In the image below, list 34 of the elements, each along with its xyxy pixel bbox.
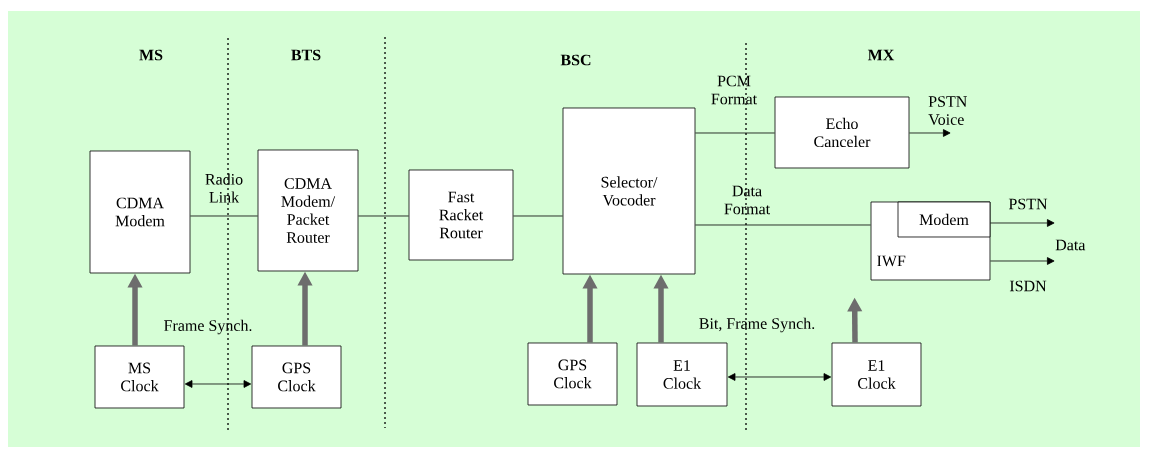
connector-line [190,215,258,217]
arrow [727,373,832,381]
section-heading: BTS [291,49,321,61]
section-heading: MX [867,49,895,61]
component-box: E1 Clock [831,342,922,407]
arrow [990,257,1055,265]
edge-label: Radio Link [205,173,243,203]
edge-label: PCM Format [711,75,757,105]
component-box: MS Clock [94,345,185,409]
connector-line [695,224,871,226]
annotation: Frame Synch. [164,319,252,335]
component-box: GPS Clock [527,342,618,406]
connector-line [695,132,775,134]
connector-line [513,215,563,217]
arrow [184,380,252,388]
connector-line [358,215,409,217]
edge-label: Data Format [724,185,770,215]
component-box: CDMA Modem/ Packet Router [257,149,359,272]
annotation: Data [1055,239,1086,251]
section-heading: BSC [560,54,591,66]
inner-box: Modem [897,201,991,238]
edge-label: ISDN [1009,280,1047,292]
arrow [909,129,951,137]
arrow [990,219,1055,227]
edge-label: PSTN Voice [928,96,967,125]
component-box: GPS Clock [251,345,342,409]
component-box: E1 Clock [636,342,728,407]
annotation: Bit, Frame Synch. [699,317,815,333]
component-box: Echo Canceler [774,96,910,169]
component-box: CDMA Modem [89,150,191,274]
section-heading: MS [139,49,163,61]
component-box: Fast Racket Router [408,169,514,261]
component-box: Selector/ Vocoder [562,107,696,275]
edge-label: PSTN [1008,198,1048,210]
